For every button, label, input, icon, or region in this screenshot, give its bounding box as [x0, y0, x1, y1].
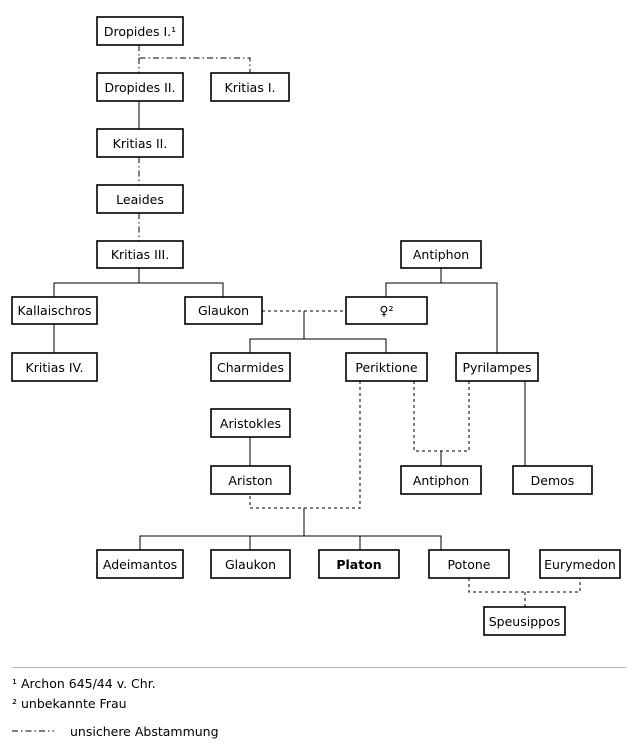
node-glaukon-top: Glaukon [184, 296, 263, 325]
link-platon-siblings [139, 508, 442, 550]
node-potone: Potone [428, 549, 510, 579]
footer-divider [12, 667, 626, 668]
footnote-1: ¹ Archon 645/44 v. Chr. [12, 676, 156, 691]
node-dropides-1: Dropides I.¹ [96, 16, 184, 46]
legend-uncertain-descent: unsichere Abstammung [12, 722, 219, 740]
link-periktione-pyrilampes [413, 381, 470, 452]
node-label: Potone [448, 557, 491, 572]
node-label: Adeimantos [103, 557, 177, 572]
footnote-2: ² unbekannte Frau [12, 696, 127, 711]
node-demos: Demos [512, 465, 593, 495]
node-label: Dropides I.¹ [104, 24, 176, 39]
node-label: Platon [336, 557, 381, 572]
node-antiphon-bottom: Antiphon [400, 465, 482, 495]
node-unknown-woman: ♀² [345, 296, 428, 325]
node-label: ♀² [379, 303, 393, 318]
node-label: Kallaischros [17, 303, 91, 318]
node-label: Demos [531, 473, 575, 488]
node-leaides: Leaides [96, 184, 184, 214]
node-label: Pyrilampes [463, 360, 532, 375]
node-label: Glaukon [198, 303, 249, 318]
dashdot-line-sample-icon [12, 730, 54, 732]
node-kritias-1: Kritias I. [210, 72, 290, 102]
node-adeimantos: Adeimantos [96, 549, 184, 579]
node-label: Periktione [355, 360, 418, 375]
node-kallaischros: Kallaischros [11, 296, 98, 325]
node-glaukon-bottom: Glaukon [210, 549, 291, 579]
link-kritias3-children [53, 268, 224, 297]
node-label: Leaides [116, 192, 164, 207]
node-eurymedon: Eurymedon [539, 549, 621, 579]
node-label: Kritias I. [225, 80, 276, 95]
link-marriage-children [249, 311, 387, 353]
node-label: Ariston [228, 473, 272, 488]
node-label: Aristokles [220, 416, 281, 431]
node-pyrilampes: Pyrilampes [455, 352, 539, 382]
link-potone-eurymedon [468, 578, 581, 607]
node-label: Glaukon [225, 557, 276, 572]
node-kritias-3: Kritias III. [96, 240, 184, 269]
node-periktione: Periktione [345, 352, 428, 382]
node-label: Kritias II. [113, 136, 168, 151]
node-kritias-2: Kritias II. [96, 128, 184, 158]
node-label: Dropides II. [104, 80, 175, 95]
node-aristokles: Aristokles [210, 408, 291, 438]
node-label: Antiphon [413, 473, 469, 488]
node-label: Antiphon [413, 247, 469, 262]
link-antiphon-children [385, 268, 498, 353]
link-dropides1-children [138, 45, 251, 73]
node-label: Kritias IV. [26, 360, 84, 375]
node-kritias-4: Kritias IV. [11, 352, 98, 382]
node-ariston: Ariston [210, 465, 291, 495]
node-label: Eurymedon [544, 557, 616, 572]
connectors [53, 45, 581, 607]
node-dropides-2: Dropides II. [96, 72, 184, 102]
link-periktione-ariston [249, 381, 361, 509]
node-speusippos: Speusippos [483, 606, 566, 636]
node-label: Charmides [217, 360, 284, 375]
family-tree-diagram: Dropides I.¹ Dropides II. Kritias I. Kri… [11, 16, 621, 636]
node-platon: Platon [318, 549, 400, 579]
node-charmides: Charmides [210, 352, 291, 382]
node-label: Speusippos [489, 614, 561, 629]
node-label: Kritias III. [111, 247, 169, 262]
node-antiphon-top: Antiphon [400, 240, 482, 269]
legend-label: unsichere Abstammung [70, 723, 219, 739]
